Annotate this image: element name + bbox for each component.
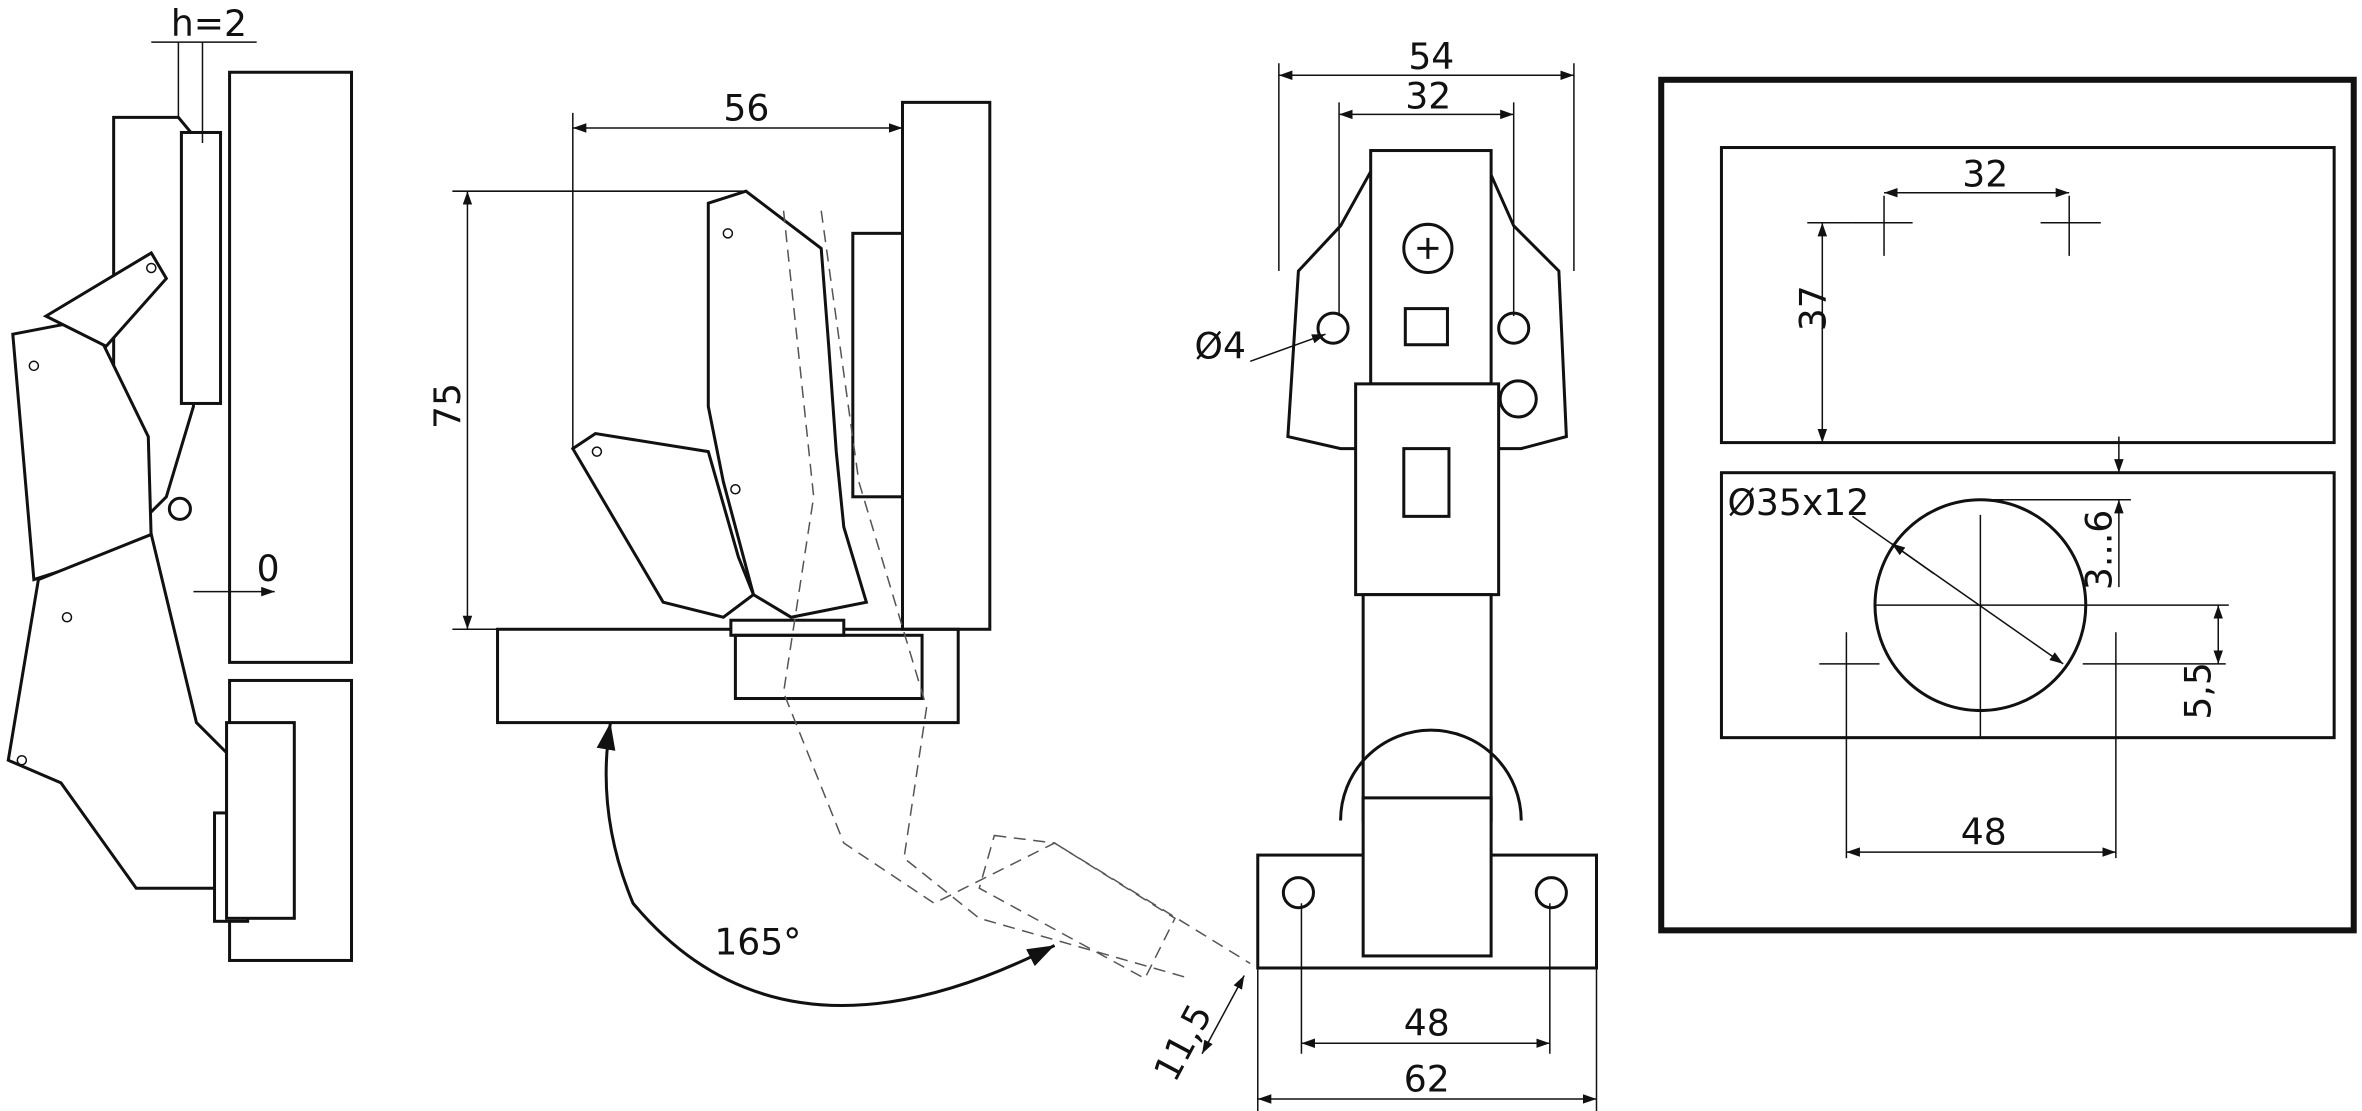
hinge-open-profile [570, 189, 1251, 980]
cabinet-side-panel [900, 100, 992, 631]
base-spacing-label: 48 [1404, 1002, 1450, 1045]
opening-angle-label: 165° [714, 920, 801, 963]
edge-distance-label: 3...6 [2077, 510, 2120, 590]
hinge-arm-lower [1354, 382, 1501, 597]
door-panel [496, 627, 960, 725]
cabinet-side-outline [1719, 146, 2336, 445]
side-view: h=2 0 [6, 2, 354, 962]
door-outline [1719, 471, 2336, 740]
hinge-side-profile [6, 115, 296, 923]
open-view: 56 75 165° 11,5 [426, 86, 1251, 1088]
adjust-screw-icon [1402, 222, 1454, 274]
cup-hole-label: Ø35x12 [1727, 481, 1869, 524]
depth-dim-label: 56 [723, 86, 769, 129]
mounting-plate [1286, 156, 1568, 451]
drilling-frame [1658, 76, 2357, 934]
vertical-offset-label: 37 [1791, 285, 1834, 331]
front-view: 54 32 Ø4 48 62 [1195, 35, 1599, 1111]
gap-dim-label: 0 [257, 547, 280, 590]
hinge-arm-upper [1369, 149, 1493, 386]
plate-screw-spacing-label: 32 [1962, 153, 2008, 196]
screw-spacing-label: 32 [1405, 74, 1451, 117]
cabinet-side-panel [228, 70, 354, 664]
hinge-height-dim-label: h=2 [171, 2, 247, 45]
height-dim-label: 75 [426, 383, 469, 429]
base-width-label: 62 [1404, 1057, 1450, 1100]
screw-hole-label: Ø4 [1195, 324, 1246, 367]
offset-dim-label: 11,5 [1145, 997, 1221, 1088]
drilling-pattern: 32 37 Ø35x12 3...6 5,5 48 [1658, 76, 2357, 934]
base-hole-spacing-label: 48 [1961, 811, 2007, 854]
cup-offset-label: 5,5 [2177, 662, 2220, 719]
overall-width-label: 54 [1408, 35, 1454, 78]
